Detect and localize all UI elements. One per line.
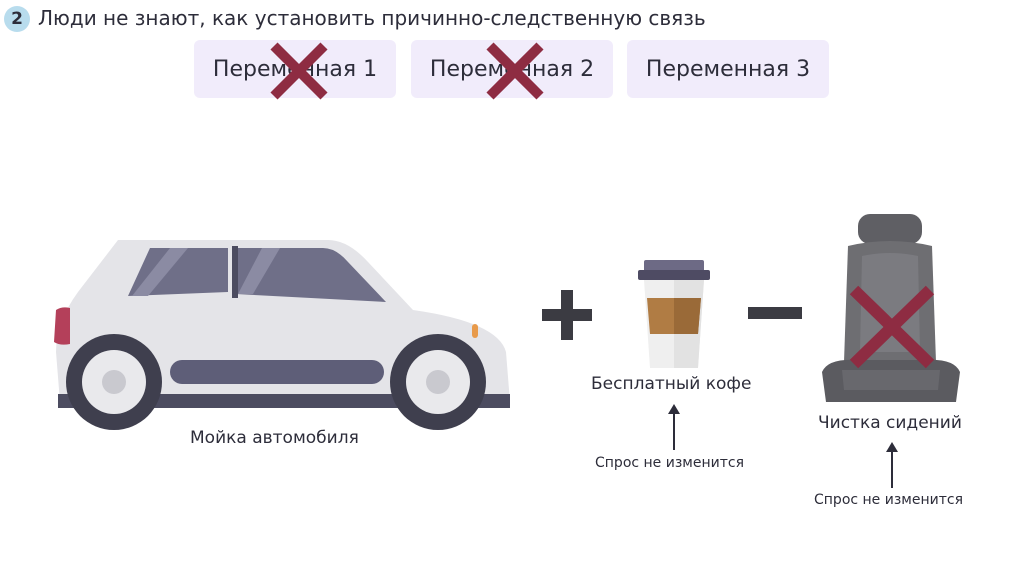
coffee-effect: Спрос не изменится xyxy=(595,455,744,471)
variable-chip-3: Переменная 3 xyxy=(627,40,829,98)
variable-label: Переменная 3 xyxy=(645,56,811,82)
seat-effect: Спрос не изменится xyxy=(814,492,963,508)
cross-icon xyxy=(270,42,328,100)
car-seat-icon xyxy=(822,214,960,402)
coffee-cup-icon xyxy=(638,260,710,368)
variable-chip-2: Переменная 2 xyxy=(411,40,613,98)
cross-icon xyxy=(849,285,935,369)
step-number: 2 xyxy=(11,9,23,29)
car-caption: Мойка автомобиля xyxy=(190,428,359,448)
car-icon xyxy=(54,240,510,430)
arrow-up-icon xyxy=(886,442,898,488)
cross-icon xyxy=(486,42,544,100)
page-title: Люди не знают, как установить причинно-с… xyxy=(38,6,706,30)
plus-icon xyxy=(542,290,592,340)
seat-caption: Чистка сидений xyxy=(818,413,962,433)
arrow-up-icon xyxy=(668,404,680,450)
minus-icon xyxy=(748,307,802,319)
coffee-caption: Бесплатный кофе xyxy=(591,374,752,394)
step-badge: 2 xyxy=(4,6,30,32)
